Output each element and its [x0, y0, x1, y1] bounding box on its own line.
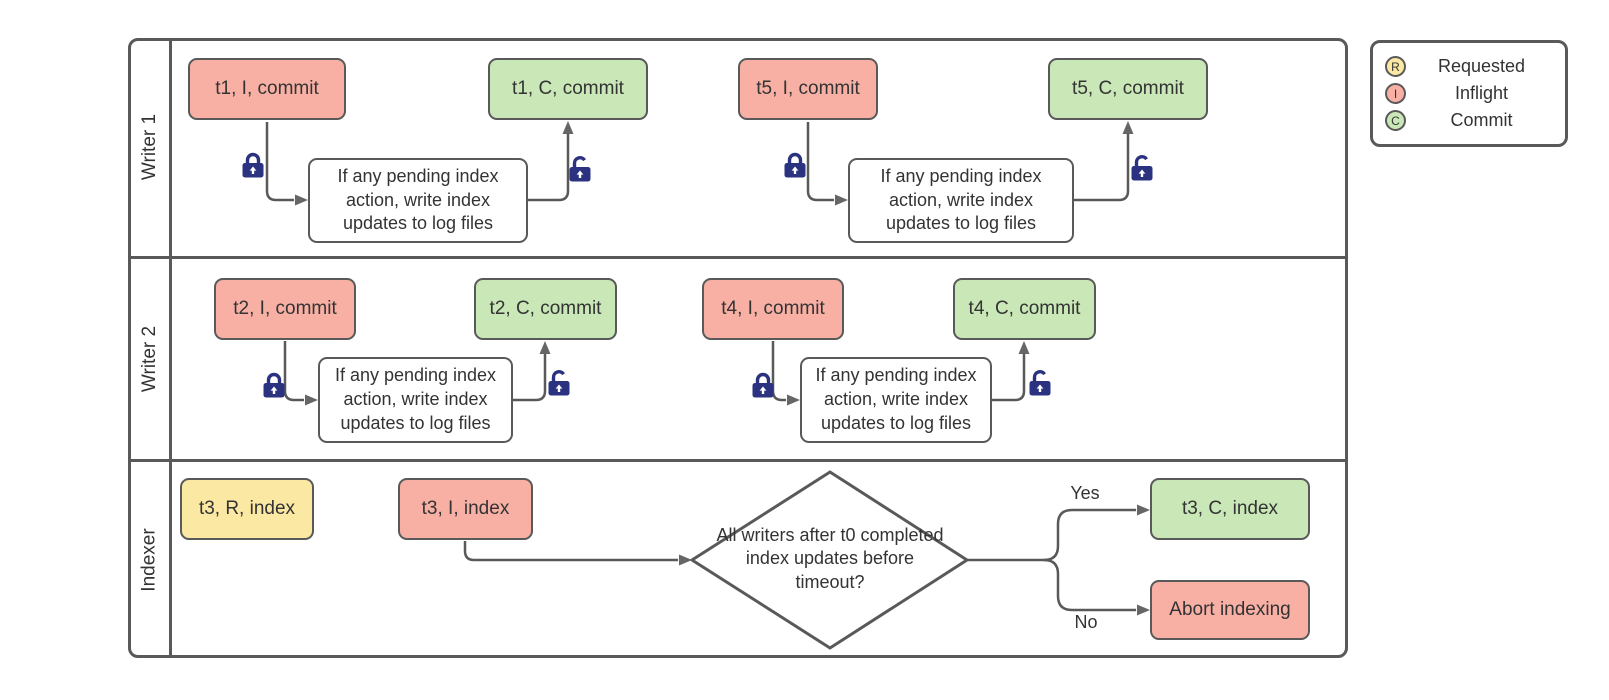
legend-label: Requested	[1437, 56, 1526, 76]
node-t5-commit: t5, C, commit	[1048, 58, 1208, 120]
note-writer2-t4: If any pending index action, write index…	[800, 357, 992, 443]
legend-item-inflight: I Inflight	[1385, 83, 1553, 104]
legend-item-requested: R Requested	[1385, 56, 1553, 77]
commit-state-icon: C	[1385, 110, 1406, 131]
legend: R Requested I Inflight C Commit	[1370, 40, 1568, 147]
lane-divider-1	[128, 256, 1348, 259]
decision-diamond: All writers after t0 completed index upd…	[716, 525, 944, 592]
lane-label-indexer: Indexer	[139, 528, 160, 592]
legend-label: Commit	[1450, 110, 1513, 130]
node-t4-inflight: t4, I, commit	[702, 278, 844, 340]
lane-divider-2	[128, 459, 1348, 462]
lane-label-writer1: Writer 1	[139, 113, 161, 181]
legend-label: Inflight	[1454, 83, 1509, 103]
node-t2-inflight: t2, I, commit	[214, 278, 356, 340]
yes-branch-label: Yes	[1070, 483, 1100, 503]
node-t1-inflight: t1, I, commit	[188, 58, 346, 120]
note-writer2-t2: If any pending index action, write index…	[318, 357, 513, 443]
legend-item-commit: C Commit	[1385, 110, 1553, 131]
inflight-state-icon: I	[1385, 83, 1406, 104]
note-writer1-t5: If any pending index action, write index…	[848, 158, 1074, 243]
node-t2-commit: t2, C, commit	[474, 278, 617, 340]
lane-label-writer2: Writer 2	[139, 325, 161, 393]
lane-header-separator	[169, 38, 172, 658]
note-writer1-t1: If any pending index action, write index…	[308, 158, 528, 243]
node-t5-inflight: t5, I, commit	[738, 58, 878, 120]
node-t3-commit: t3, C, index	[1150, 478, 1310, 540]
node-t1-commit: t1, C, commit	[488, 58, 648, 120]
node-t3-inflight: t3, I, index	[398, 478, 533, 540]
requested-state-icon: R	[1385, 56, 1406, 77]
node-t3-requested: t3, R, index	[180, 478, 314, 540]
no-branch-label: No	[1074, 612, 1098, 632]
node-t4-commit: t4, C, commit	[953, 278, 1096, 340]
node-abort-indexing: Abort indexing	[1150, 580, 1310, 640]
